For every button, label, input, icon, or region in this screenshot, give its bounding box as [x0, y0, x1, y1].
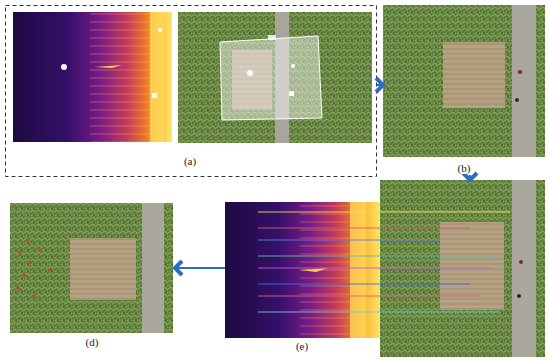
panel-label: (b) — [456, 162, 473, 174]
flow-arrow — [175, 261, 225, 275]
panel-label: (a) — [182, 155, 198, 167]
panel-label: (e) — [294, 340, 310, 352]
flow-arrow — [376, 78, 383, 92]
image-panel: (a) — [5, 5, 377, 177]
image-panel: (b) — [383, 5, 545, 175]
image-panel: (d) — [10, 203, 175, 355]
panel-label: (d) — [84, 336, 101, 348]
image-panel: (e) — [225, 180, 545, 357]
